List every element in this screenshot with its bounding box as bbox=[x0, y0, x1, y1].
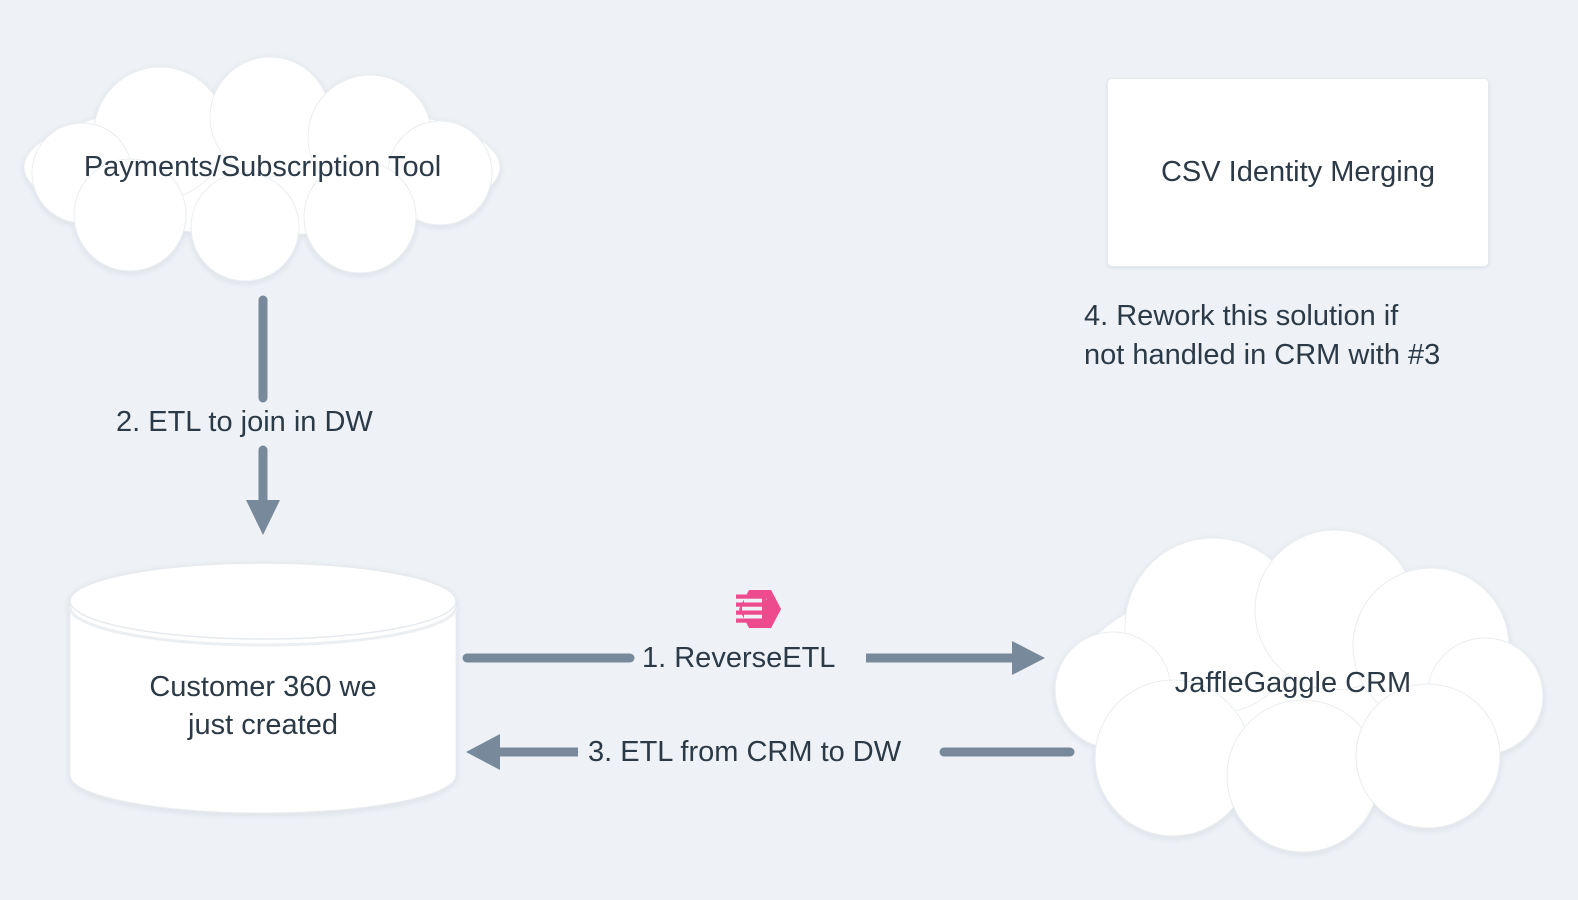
annotation-line-1: 4. Rework this solution if bbox=[1084, 300, 1399, 332]
annotation-line-2: not handled in CRM with #3 bbox=[1084, 338, 1441, 371]
node-label-customer-360: Customer 360 we just created bbox=[68, 668, 458, 745]
annotation-rework-solution: 4. Rework this solution if not handled i… bbox=[1084, 297, 1514, 374]
node-label-jafflegaggle-crm: JaffleGaggle CRM bbox=[1174, 666, 1412, 699]
edge-label-reverse-etl: 1. ReverseETL bbox=[642, 642, 836, 674]
cloud-shape bbox=[23, 56, 501, 282]
cylinder-shape bbox=[68, 562, 458, 814]
node-customer-360-warehouse[interactable]: Customer 360 we just created bbox=[68, 562, 458, 814]
node-label-payments: Payments/Subscription Tool bbox=[83, 151, 442, 184]
node-payments-subscription-tool[interactable]: Payments/Subscription Tool bbox=[10, 55, 515, 282]
node-label-customer-360-line-2: just created bbox=[188, 709, 338, 742]
cloud-shape bbox=[1054, 529, 1544, 853]
node-jafflegaggle-crm[interactable]: JaffleGaggle CRM bbox=[1053, 518, 1544, 853]
node-csv-identity-merging[interactable]: CSV Identity Merging bbox=[1107, 78, 1489, 267]
dbt-hexagon-icon bbox=[736, 590, 781, 628]
edge-label-etl-to-join: 2. ETL to join in DW bbox=[116, 406, 373, 438]
edge-label-etl-from-crm: 3. ETL from CRM to DW bbox=[588, 736, 902, 768]
node-label-customer-360-line-1: Customer 360 we bbox=[149, 671, 377, 703]
dbt-logo-icon bbox=[736, 588, 782, 630]
node-label-csv-identity-merging: CSV Identity Merging bbox=[1160, 156, 1435, 188]
